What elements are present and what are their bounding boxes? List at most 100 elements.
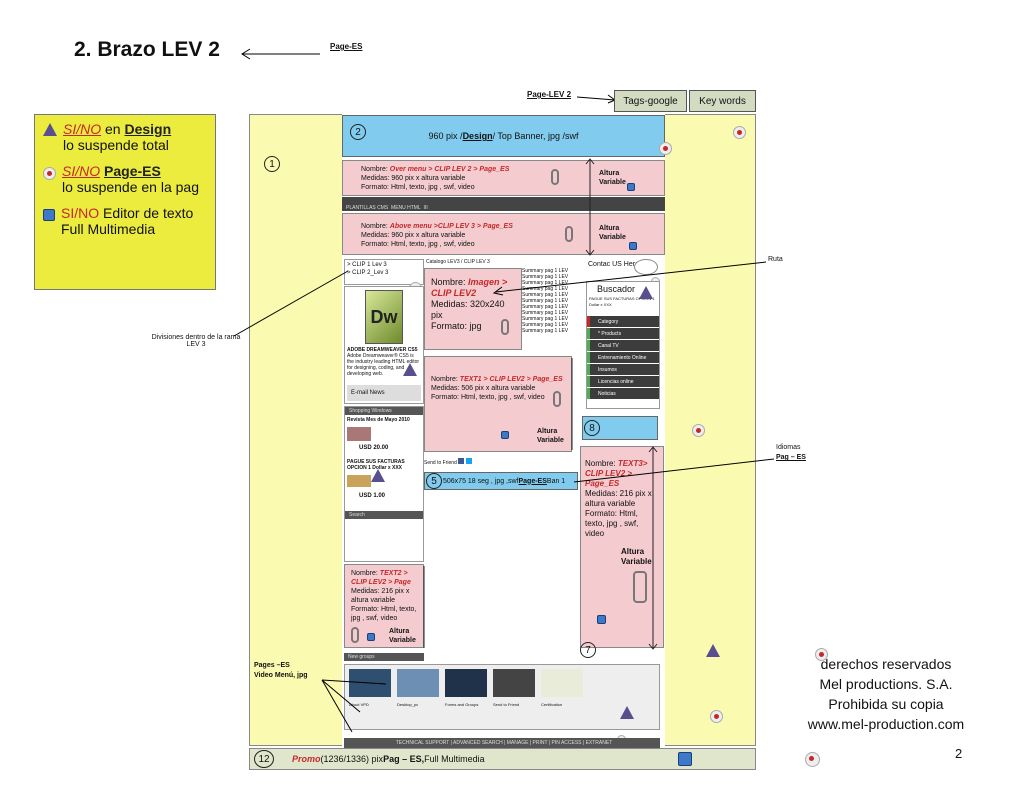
product-title: ADOBE DREAMWEAVER CS5 — [347, 347, 418, 353]
over-line3: Formato: Html, texto, jpg , swf, video — [361, 184, 475, 191]
height-arrow-icon — [423, 566, 425, 648]
editor-icon[interactable] — [501, 431, 509, 439]
record-icon[interactable] — [733, 126, 746, 139]
gallery-item[interactable]: Certification — [541, 669, 585, 708]
summary-item[interactable]: Summary pag 1 LEV — [522, 268, 569, 274]
legend-desc-1: lo suspende total — [63, 137, 169, 153]
text3-line3: Formato: Html, texto, jpg , swf, video — [585, 509, 639, 538]
summary-item[interactable]: Summary pag 1 LEV — [522, 316, 569, 322]
keywords-button[interactable]: Key words — [689, 90, 756, 112]
summary-item[interactable]: Summary pag 1 LEV — [522, 322, 569, 328]
shop-item-2[interactable]: PAGUE SUS FACTURAS OPCION 1 Dollar x XXX — [347, 459, 405, 471]
top-banner: 960 pix / Design / Top Banner, jpg /swf — [342, 115, 665, 157]
gallery-item[interactable]: Send to Friend — [493, 669, 537, 708]
shop-price-1: USD 20.00 — [359, 445, 389, 451]
side-menu-item[interactable]: Noticias — [587, 388, 659, 399]
record-icon[interactable] — [692, 424, 706, 437]
design-triangle-icon — [620, 706, 634, 719]
summary-item[interactable]: Summary pag 1 LEV — [522, 304, 569, 310]
product-box: Dw ADOBE DREAMWEAVER CS5 Adobe Dreamweav… — [344, 286, 424, 470]
gallery-item[interactable]: Forms and Groups — [445, 669, 489, 708]
nav-item-c[interactable]: III — [423, 205, 428, 211]
above-nombre: Nombre: — [361, 223, 390, 230]
new-groups-bar[interactable]: New groups — [344, 653, 424, 661]
above-line3: Formato: Html, texto, jpg , swf, video — [361, 241, 475, 248]
ruta-annotation: Ruta — [768, 256, 783, 263]
tags-google-button[interactable]: Tags-google — [614, 90, 687, 112]
copyright-line1: derechos reservados — [820, 656, 952, 672]
record-icon[interactable] — [659, 142, 673, 155]
record-icon[interactable] — [804, 752, 820, 767]
copyright-line4[interactable]: www.mel-production.com — [807, 716, 965, 732]
ban5-post: Ban 1 — [546, 477, 566, 485]
page-lev2-link[interactable]: Page-LEV 2 — [527, 90, 572, 99]
video-thumbnail[interactable] — [397, 669, 439, 697]
twitter-icon[interactable] — [465, 458, 472, 464]
record-icon[interactable] — [709, 710, 723, 723]
clip2-link[interactable]: > CLIP 2_Lev 3 — [347, 270, 389, 276]
breadcrumb[interactable]: Catalogo LEV3 / CLIP LEV 3 — [426, 259, 490, 265]
shop-price-2: USD 1.00 — [359, 493, 386, 499]
contact-box[interactable]: Contac US Here..! — [586, 259, 660, 281]
send-friend-link[interactable]: Send to Friend — [424, 460, 457, 466]
over-altura: Altura Variable — [599, 170, 626, 186]
page-es-link[interactable]: Page-ES — [330, 42, 363, 51]
editor-icon[interactable] — [629, 242, 637, 250]
height-arrow-icon — [648, 446, 658, 650]
editor-icon[interactable] — [597, 615, 606, 624]
editor-icon[interactable] — [678, 752, 692, 766]
footer-links[interactable]: TECHNICAL SUPPORT | ADVANCED SEARCH | MA… — [344, 738, 660, 748]
buscador-title: Buscador — [597, 284, 636, 294]
over-menu-block: Nombre: Over menu > CLIP LEV 2 > Page_ES… — [342, 160, 665, 223]
side-menu-item[interactable]: Entrenamiento Online — [587, 352, 659, 363]
summary-item[interactable]: Summary pag 1 LEV — [522, 292, 569, 298]
side-menu-item[interactable]: Canal TV — [587, 340, 659, 351]
editor-icon[interactable] — [367, 633, 375, 641]
record-icon[interactable] — [815, 648, 829, 661]
nav-item-b[interactable]: MENU HTML — [391, 205, 421, 211]
side-menu-item[interactable]: Category — [587, 316, 659, 327]
summary-item[interactable]: Summary pag 1 LEV — [522, 274, 569, 280]
gallery-label: About VPD — [349, 702, 369, 707]
side-menu-item[interactable]: * Products — [587, 328, 659, 339]
video-thumbnail[interactable] — [493, 669, 535, 697]
side-menu-item[interactable]: Insumos — [587, 364, 659, 375]
number-2: 2 — [350, 124, 366, 140]
editor-icon[interactable] — [627, 183, 635, 191]
summary-item[interactable]: Summary pag 1 LEV — [522, 280, 569, 286]
pages-es-annotation: Pages –ES — [254, 662, 290, 669]
side-menu-item[interactable]: Licencias online — [587, 376, 659, 387]
clip1-link[interactable]: > CLIP 1 Lev 3 — [347, 262, 387, 268]
summary-item[interactable]: Summary pag 1 LEV — [522, 298, 569, 304]
video-thumbnail[interactable] — [541, 669, 583, 697]
over-line2: Medidas: 960 pix x altura variable — [361, 175, 466, 182]
editor-icon — [43, 209, 55, 221]
imagen-nombre: Nombre: — [431, 277, 469, 287]
gallery-label: Forms and Groups — [445, 702, 479, 707]
gallery-item[interactable]: Desktop_pc — [397, 669, 441, 708]
magazine-thumb[interactable] — [347, 427, 371, 441]
ban5-page: Page-ES — [518, 477, 547, 485]
text2-name: TEXT2 > CLIP LEV2 > Page — [351, 570, 411, 586]
pointer-line-icon — [573, 458, 775, 483]
search-label: Search — [345, 511, 423, 519]
promo-page: Pag – ES, — [383, 754, 425, 764]
video-thumbnail[interactable] — [445, 669, 487, 697]
nav-item-a[interactable]: PLANTILLAS CMS — [346, 205, 389, 211]
summary-item[interactable]: Summary pag 1 LEV — [522, 286, 569, 292]
email-news-label: E-mail News — [351, 390, 385, 396]
legend-desc-3: Full Multimedia — [61, 221, 156, 237]
email-news-button[interactable]: E-mail News — [347, 385, 421, 401]
invoice-thumb[interactable] — [347, 475, 371, 487]
shop-item-1[interactable]: Revista Mes de Mayo 2010 — [347, 417, 410, 423]
design-triangle-icon — [706, 644, 720, 657]
arrow-right-icon — [576, 94, 617, 104]
facebook-icon[interactable] — [458, 458, 465, 464]
legend-en: en — [101, 121, 125, 137]
summary-item[interactable]: Summary pag 1 LEV — [522, 328, 569, 334]
pointer-line-icon — [321, 679, 387, 733]
contact-label: Contac US Here..! — [588, 261, 645, 268]
number-5: 5 — [426, 473, 442, 489]
summary-item[interactable]: Summary pag 1 LEV — [522, 310, 569, 316]
